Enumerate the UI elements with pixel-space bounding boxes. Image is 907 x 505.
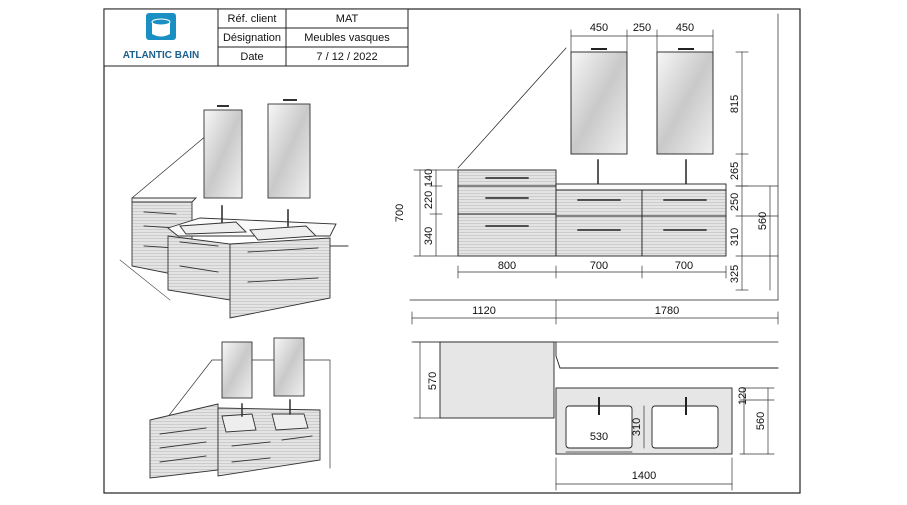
dim-counter-offset: 120 <box>737 387 749 405</box>
dim-mirror-height: 815 <box>729 95 741 113</box>
dim-left-total: 700 <box>394 204 406 222</box>
dim-left-bottom: 340 <box>423 227 435 245</box>
dim-top-right-depth: 560 <box>755 412 767 430</box>
vanity-left <box>555 189 643 257</box>
perspective-view-secondary <box>149 337 331 479</box>
vanity-right <box>641 189 727 257</box>
dim-mirror-gap: 250 <box>633 22 651 34</box>
dim-unit-700-a: 700 <box>590 260 608 272</box>
front-elevation <box>409 13 779 301</box>
dim-left-top: 140 <box>423 169 435 187</box>
front-dimension-lines <box>411 29 779 325</box>
designation-label: Désignation <box>223 32 281 44</box>
mirror-left <box>570 51 628 155</box>
ref-client-value: MAT <box>336 13 359 25</box>
ref-client-label: Réf. client <box>228 13 277 25</box>
dim-wall-1780: 1780 <box>655 305 679 317</box>
dim-overall-width: 1400 <box>632 470 656 482</box>
dim-left-middle: 220 <box>423 191 435 209</box>
dim-top-left-depth: 570 <box>427 372 439 390</box>
title-block: ATLANTIC BAIN Réf. client MAT Désignatio… <box>103 8 409 67</box>
top-view-left-cabinet <box>439 341 555 419</box>
dim-floor-clearance: 325 <box>729 265 741 283</box>
left-cabinet <box>457 169 557 257</box>
dim-right-total: 560 <box>757 212 769 230</box>
atlantic-bain-logo: ATLANTIC BAIN <box>123 13 199 61</box>
dim-gap-above-counter: 265 <box>729 162 741 180</box>
dim-mirror-right-width: 450 <box>676 22 694 34</box>
dim-basin-width: 530 <box>590 431 608 443</box>
dim-wall-1120: 1120 <box>472 305 496 317</box>
logo-text: ATLANTIC BAIN <box>123 50 199 61</box>
top-dimension-lines <box>413 341 775 491</box>
dim-mirror-left-width: 450 <box>590 22 608 34</box>
date-label: Date <box>240 51 263 63</box>
dim-unit-700-b: 700 <box>675 260 693 272</box>
dim-right-upper: 250 <box>729 193 741 211</box>
sheet-border <box>103 8 801 494</box>
dim-right-lower: 310 <box>729 228 741 246</box>
top-dimension-labels: 570 530 310 120 560 1400 <box>427 372 767 482</box>
perspective-view-main <box>119 99 349 319</box>
date-value: 7 / 12 / 2022 <box>316 51 377 63</box>
designation-value: Meubles vasques <box>304 32 390 44</box>
mirror-right <box>656 51 714 155</box>
dim-basin-depth: 310 <box>631 418 643 436</box>
front-dimension-labels: 450 250 450 815 265 250 310 560 325 700 … <box>394 22 769 317</box>
dim-unit-800: 800 <box>498 260 516 272</box>
